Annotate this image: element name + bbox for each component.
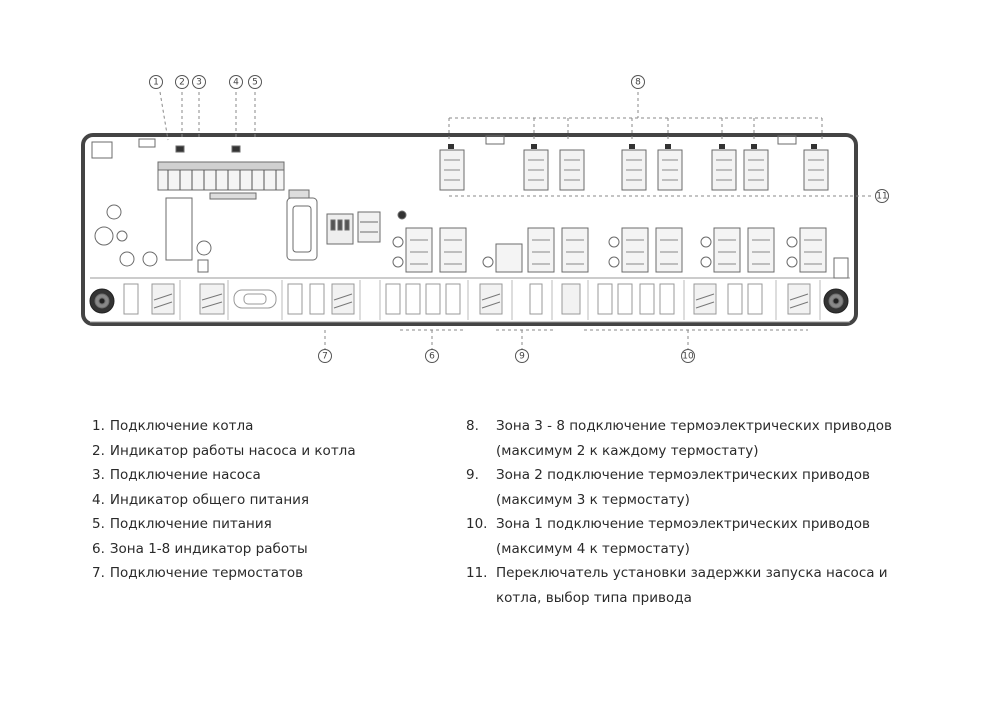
legend-item: 1.Подключение котла <box>92 414 452 439</box>
legend-item-text: Зона 2 подключение термоэлектрических пр… <box>496 467 870 508</box>
callout-10: 10 <box>681 349 695 363</box>
legend-item-number: 6. <box>92 540 105 557</box>
legend-item: 2.Индикатор работы насоса и котла <box>92 439 452 464</box>
callout-9: 9 <box>515 349 529 363</box>
callout-8: 8 <box>631 75 645 89</box>
legend-item-number: 7. <box>92 565 105 581</box>
legend-item-text: Зона 3 - 8 подключение термоэлектрически… <box>496 418 893 459</box>
callout-label: 3 <box>196 78 202 88</box>
legend-item-text: Зона 1-8 индикатор работы <box>109 540 308 557</box>
callout-label: 1 <box>153 78 159 88</box>
legend-item-number: 8. <box>466 418 479 434</box>
legend-item-number: 5. <box>92 516 105 532</box>
callout-label: 5 <box>252 78 258 88</box>
capacitor-5 <box>142 251 158 267</box>
ic-chip-left <box>165 197 193 261</box>
legend-right-column: 8. Зона 3 - 8 подключение термоэлектричес… <box>466 414 916 610</box>
legend-item-text: Индикатор общего питания <box>109 491 310 508</box>
mounting-hole-right <box>823 288 849 314</box>
legend-item-number: 4. <box>92 491 105 508</box>
callout-6: 6 <box>425 349 439 363</box>
legend-item: 3.Подключение насоса <box>92 463 452 488</box>
legend-item-number: 1. <box>92 418 105 434</box>
callout-1: 1 <box>149 75 163 89</box>
legend-item-text: Переключатель установки задержки запуска… <box>496 565 888 606</box>
top-notch-mid <box>485 135 505 145</box>
callout-label: 10 <box>682 352 694 362</box>
legend-item-text: Индикатор работы насоса и котла <box>109 442 356 459</box>
callout-11: 11 <box>875 189 889 203</box>
callout-5: 5 <box>248 75 262 89</box>
top-notch-right <box>777 135 797 145</box>
legend-item-number: 9. <box>466 467 479 483</box>
callout-label: 7 <box>322 352 328 362</box>
legend-item-text: Подключение насоса <box>109 467 261 483</box>
legend-item-text: Подключение котла <box>109 418 254 434</box>
legend-item: 6.Зона 1-8 индикатор работы <box>92 537 452 562</box>
callout-7: 7 <box>318 349 332 363</box>
callout-2: 2 <box>175 75 189 89</box>
legend-item: 8. Зона 3 - 8 подключение термоэлектричес… <box>466 414 916 463</box>
legend-item: 9. Зона 2 подключение термоэлектрических … <box>466 463 916 512</box>
callout-label: 11 <box>876 192 887 202</box>
callout-label: 2 <box>179 78 185 88</box>
controller-board-diagram: 1 2 3 4 5 6 7 8 9 10 11 <box>81 75 889 363</box>
legend-item: 7.Подключение термостатов <box>92 561 452 586</box>
callout-label: 6 <box>429 352 435 362</box>
capacitor-3 <box>116 230 128 242</box>
legend-item-text: Подключение термостатов <box>109 565 304 581</box>
capacitor-2 <box>94 226 114 246</box>
legend-item: 11. Переключатель установки задержки запу… <box>466 561 916 610</box>
legend-item-number: 2. <box>92 442 105 459</box>
capacitor-6 <box>196 240 212 256</box>
callout-label: 8 <box>635 78 641 88</box>
callout-label: 9 <box>519 352 525 362</box>
legend-item-text: Зона 1 подключение термоэлектрических пр… <box>496 516 870 557</box>
top-actuator-terminals <box>439 144 829 191</box>
callout-4: 4 <box>229 75 243 89</box>
zone-actuator-terminals <box>392 227 849 279</box>
power-terminal-block <box>157 145 285 200</box>
legend-item: 10. Зона 1 подключение термоэлектрических… <box>466 512 916 561</box>
dip-switch <box>326 211 381 245</box>
capacitor-4 <box>119 251 135 267</box>
top-notch-left <box>138 138 156 148</box>
callout-3: 3 <box>192 75 206 89</box>
legend-item-number: 11. <box>466 565 488 581</box>
thermostat-terminal-row <box>123 280 821 320</box>
left-connector-block <box>91 141 113 159</box>
capacitor-1 <box>106 204 122 220</box>
legend-item-text: Подключение питания <box>109 516 272 532</box>
legend-item: 4.Индикатор общего питания <box>92 488 452 513</box>
callout-label: 4 <box>233 78 239 88</box>
legend-item: 5.Подключение питания <box>92 512 452 537</box>
mounting-hole-left <box>89 288 115 314</box>
legend-item-number: 3. <box>92 467 105 483</box>
legend-item-number: 10. <box>466 516 488 532</box>
fuse-holder <box>286 189 318 261</box>
